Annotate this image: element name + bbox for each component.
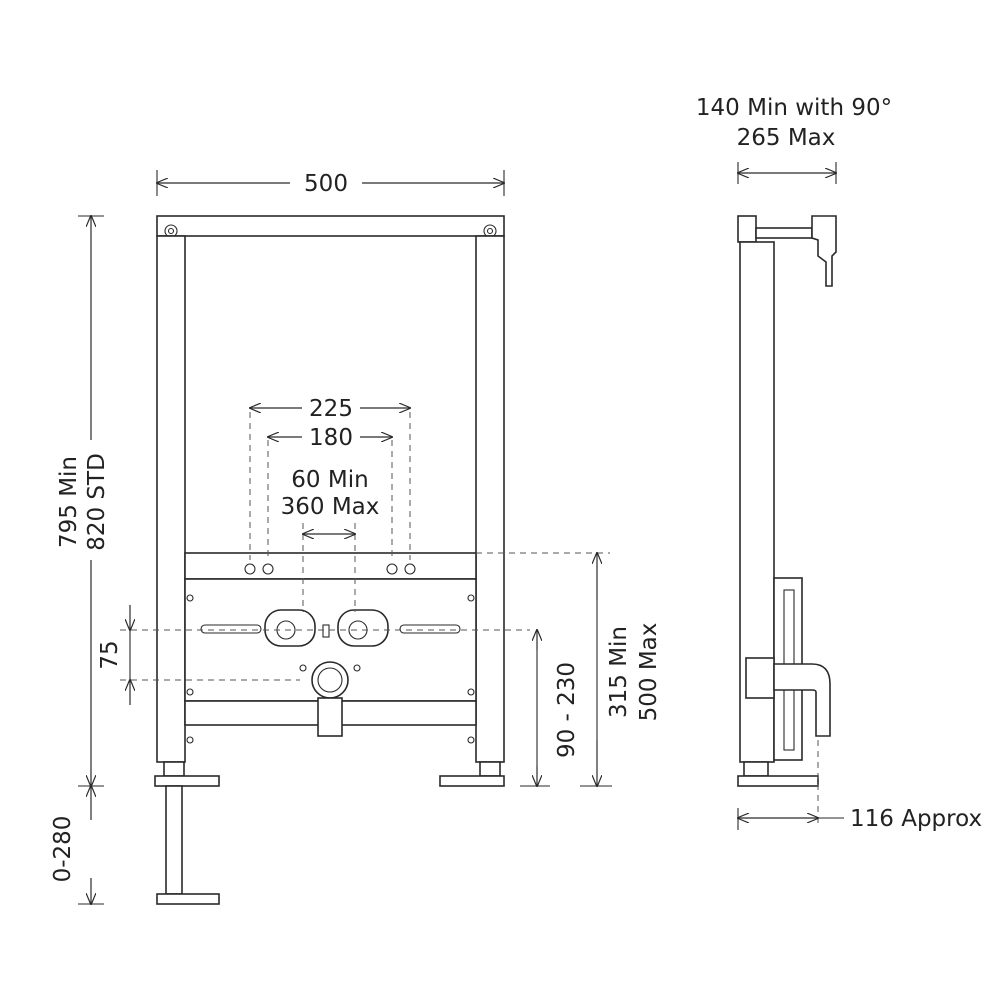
adjust-slot-left [200,624,262,634]
side-wall-bracket [811,215,837,287]
top-right-fixing-hole-inner [486,227,494,235]
pipe-hole [244,563,256,575]
left-upright [156,235,186,763]
right-upright [475,235,505,763]
front-dimensions: 500 795 Min 820 STD 0-280 225 180 60 Min… [50,170,662,904]
side-top-cap [737,215,757,243]
bracket-left [264,609,316,647]
bolt [186,594,194,602]
width-label: 500 [304,171,348,197]
hole-spacing-inner-label: 180 [309,425,353,451]
top-rail [156,215,505,237]
right-foot-plate [439,775,505,787]
bracket-right [337,609,389,647]
side-foot-depth-label: 116 Approx [850,806,982,832]
feet-adjust-label: 0-280 [50,816,76,883]
side-waste-flange [745,657,775,699]
bracket-offset-label: 75 [97,640,123,669]
waste-outlet-inner [317,667,343,693]
side-wall-arm [755,227,813,239]
extended-foot-plate [156,893,220,905]
side-depth-min-label: 140 Min with 90° [696,95,892,121]
pipe-gap-max-label: 360 Max [281,494,380,520]
side-foot-stem [743,761,769,777]
extended-foot-leg [165,785,183,895]
bolt [467,736,475,744]
left-foot-plate [154,775,220,787]
waste-pipe [317,697,343,737]
bolt [467,688,475,696]
height-min-label: 795 Min [56,456,82,548]
outlet-screw [353,664,361,672]
adjust-slot-right [399,624,461,634]
outlet-height-label: 90 - 230 [554,662,580,758]
left-foot-stem [163,761,185,777]
hole-spacing-outer-label: 225 [309,396,353,422]
side-depth-max-label: 265 Max [737,125,836,151]
side-view [737,215,837,826]
side-foot-plate [737,775,819,787]
right-foot-stem [479,761,501,777]
pipe-gap-min-label: 60 Min [291,467,368,493]
side-dimensions: 140 Min with 90° 265 Max 116 Approx [696,95,982,832]
fixing-height-max-label: 500 Max [636,623,662,722]
bolt [186,736,194,744]
center-clip [322,624,330,638]
pipe-mount-rail [184,552,477,580]
front-view [120,215,610,905]
height-std-label: 820 STD [84,453,110,551]
waste-outlet [311,661,349,699]
bolt [186,688,194,696]
pipe-hole [404,563,416,575]
top-left-fixing-hole-inner [167,227,175,235]
pipe-hole [386,563,398,575]
bolt [467,594,475,602]
pipe-hole [262,563,274,575]
outlet-screw [299,664,307,672]
side-waste-elbow [773,663,831,737]
fixing-height-min-label: 315 Min [606,626,632,718]
